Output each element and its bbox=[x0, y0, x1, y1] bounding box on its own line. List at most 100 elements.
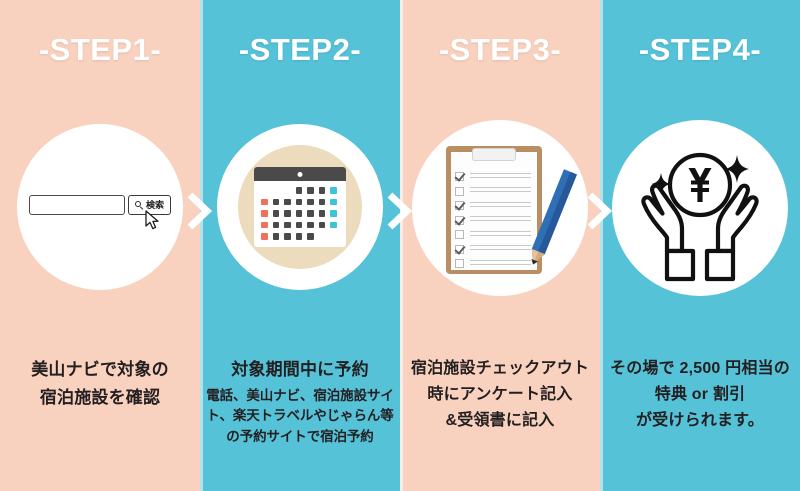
caption-line: その場で 2,500 円相当の bbox=[610, 360, 790, 377]
caption-line: 宿泊施設を確認 bbox=[39, 387, 161, 407]
step-title-2: -STEP2- bbox=[238, 32, 362, 67]
step-title-3: -STEP3- bbox=[438, 32, 562, 67]
chevron-right-icon bbox=[187, 192, 213, 230]
right-hand bbox=[715, 183, 759, 254]
checklist-row bbox=[455, 257, 531, 270]
calendar-day-cell bbox=[330, 221, 337, 229]
step-caption-3: 宿泊施設チェックアウト 時にアンケート記入 &受領書に記入 bbox=[400, 356, 600, 434]
clipboard-checklist-icon bbox=[440, 138, 577, 278]
calendar-day-cell bbox=[284, 210, 291, 217]
caption-subline: 電話、美山ナビ、宿泊施設サイト、楽天トラベルやじゃらん等の予約サイトで宿泊予約 bbox=[206, 387, 394, 444]
calendar-icon bbox=[254, 167, 346, 247]
chevron-right-icon bbox=[387, 192, 413, 230]
checkbox-empty-icon bbox=[455, 259, 464, 268]
checklist-row bbox=[455, 185, 531, 198]
step-title-1: -STEP1- bbox=[38, 32, 162, 67]
panel-divider bbox=[600, 0, 603, 491]
calendar-day-cell bbox=[318, 221, 326, 229]
checklist-text-lines bbox=[470, 245, 531, 253]
checklist-text-lines bbox=[470, 259, 531, 268]
checklist-text-lines bbox=[470, 216, 531, 224]
caption-line: &受領書に記入 bbox=[445, 411, 555, 429]
calendar-day-cell bbox=[272, 210, 280, 217]
calendar-day-cell bbox=[272, 233, 280, 240]
step-panel-3: -STEP3- bbox=[400, 0, 613, 491]
checklist-rows bbox=[455, 170, 531, 272]
checkbox-checked-icon bbox=[455, 215, 464, 225]
caption-line: 宿泊施設チェックアウト bbox=[410, 360, 590, 377]
wrists bbox=[664, 248, 736, 282]
checkbox-checked-icon bbox=[455, 244, 464, 254]
step-caption-2: 対象期間中に予約 電話、美山ナビ、宿泊施設サイト、楽天トラベルやじゃらん等の予約… bbox=[200, 356, 400, 447]
calendar-day-cell bbox=[307, 187, 314, 194]
step-caption-1: 美山ナビで対象の 宿泊施設を確認 bbox=[0, 356, 200, 411]
search-input[interactable] bbox=[29, 195, 125, 215]
step-caption-4: その場で 2,500 円相当の 特典 or 割引 が受けられます。 bbox=[600, 356, 800, 434]
checklist-text-lines bbox=[470, 172, 531, 181]
caption-line: 時にアンケート記入 bbox=[427, 385, 573, 403]
magnifier-icon bbox=[134, 200, 144, 210]
calendar-day-cell bbox=[272, 198, 280, 206]
calendar-day-cell bbox=[307, 198, 314, 206]
step-panel-2: -STEP2- 対象期間中に予約 電話、美山ナビ、宿泊施設サイト、楽天トラベルや… bbox=[200, 0, 413, 491]
panel-divider bbox=[200, 0, 203, 491]
calendar-day-cell bbox=[330, 187, 337, 194]
calendar-day-cell bbox=[295, 233, 303, 240]
calendar-knob-icon bbox=[297, 171, 303, 177]
clipboard-paper bbox=[451, 152, 537, 270]
step-title-4: -STEP4- bbox=[638, 32, 762, 67]
step-arrow-3 bbox=[583, 191, 617, 231]
checkbox-checked-icon bbox=[455, 201, 464, 210]
checklist-row bbox=[455, 228, 531, 241]
chevron-right-icon bbox=[587, 192, 613, 230]
calendar-day-cell bbox=[330, 198, 337, 206]
clipboard-clamp-icon bbox=[472, 148, 516, 161]
coin-outline bbox=[667, 152, 733, 218]
caption-line: 特典 or 割引 bbox=[654, 385, 746, 403]
calendar-day-cell bbox=[307, 210, 314, 217]
calendar-day-cell bbox=[261, 187, 268, 194]
step-icon-circle-3 bbox=[412, 120, 588, 296]
caption-main-4: その場で 2,500 円相当の 特典 or 割引 が受けられます。 bbox=[606, 356, 794, 434]
caption-line: が受けられます。 bbox=[635, 411, 764, 429]
checkbox-checked-icon bbox=[455, 172, 464, 181]
checklist-row bbox=[455, 243, 531, 256]
step-icon-circle-2 bbox=[217, 124, 383, 290]
step-icon-circle-4 bbox=[612, 120, 788, 296]
search-box-icon: 検索 bbox=[29, 185, 171, 230]
calendar-day-cell bbox=[295, 221, 303, 229]
step-icon-circle-1: 検索 bbox=[17, 124, 183, 290]
search-button-label: 検索 bbox=[145, 199, 164, 210]
yen-symbol bbox=[688, 168, 712, 202]
checkbox-empty-icon bbox=[455, 230, 464, 239]
mouse-pointer-icon bbox=[145, 210, 159, 230]
calendar-grid bbox=[261, 187, 340, 243]
step-arrow-1 bbox=[183, 191, 217, 231]
checklist-row bbox=[455, 170, 531, 183]
caption-sub-2: 電話、美山ナビ、宿泊施設サイト、楽天トラベルやじゃらん等の予約サイトで宿泊予約 bbox=[206, 386, 394, 448]
checklist-row bbox=[455, 214, 531, 227]
checklist-row bbox=[455, 199, 531, 212]
panel-divider bbox=[400, 0, 403, 491]
clipboard-body bbox=[446, 146, 542, 274]
caption-main-3: 宿泊施設チェックアウト 時にアンケート記入 &受領書に記入 bbox=[406, 356, 594, 434]
checklist-text-lines bbox=[470, 230, 531, 239]
caption-main-1: 美山ナビで対象の 宿泊施設を確認 bbox=[6, 356, 194, 411]
calendar-day-cell bbox=[261, 221, 268, 229]
caption-main-2: 対象期間中に予約 bbox=[206, 356, 394, 384]
calendar-day-cell bbox=[318, 198, 326, 206]
checklist-text-lines bbox=[470, 201, 531, 210]
calendar-day-cell bbox=[295, 187, 303, 194]
calendar-day-cell bbox=[318, 210, 326, 217]
calendar-day-cell bbox=[318, 187, 326, 194]
hands-holding-yen-coin-icon bbox=[641, 152, 759, 282]
caption-line: 対象期間中に予約 bbox=[231, 360, 369, 379]
step-arrow-2 bbox=[383, 191, 417, 231]
calendar-day-cell bbox=[261, 198, 268, 206]
calendar-day-cell bbox=[307, 233, 314, 240]
calendar-day-cell bbox=[284, 187, 291, 194]
step-panel-4: -STEP4- bbox=[600, 0, 800, 491]
calendar-day-cell bbox=[307, 221, 314, 229]
calendar-day-cell bbox=[319, 233, 326, 240]
